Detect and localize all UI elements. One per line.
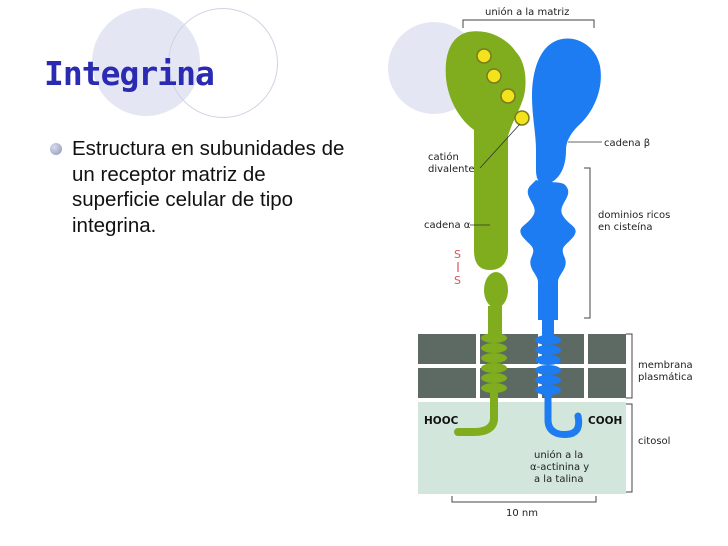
- label-cation-1: catión: [428, 151, 459, 163]
- beta-cysteine-domains: [520, 180, 575, 320]
- beta-chain-stalk: [542, 320, 554, 338]
- alpha-chain-segment: [484, 272, 508, 308]
- label-cation-2: divalente: [428, 164, 475, 175]
- label-cadena-beta: cadena β: [604, 138, 650, 149]
- bullet-text: Estructura en subunidades de un receptor…: [72, 136, 348, 238]
- label-union-2: α-actinina y: [530, 462, 589, 473]
- domain-bracket: [584, 168, 590, 318]
- alpha-chain: [446, 31, 526, 270]
- label-membrana-2: plasmática: [638, 371, 693, 383]
- disulfide-s-bottom: S: [454, 274, 461, 287]
- integrin-diagram: unión a la matriz S S catión divalente c…: [408, 0, 728, 546]
- membrane-block: [588, 334, 626, 364]
- membrane-block: [588, 368, 626, 398]
- bullet-dot-icon: [50, 143, 62, 155]
- label-union-3: a la talina: [534, 474, 583, 485]
- bullet-item: Estructura en subunidades de un receptor…: [48, 136, 348, 238]
- slide-title: Integrina: [44, 54, 214, 93]
- membrane-block: [418, 334, 476, 364]
- scale-bar: [452, 496, 596, 502]
- disulfide-s-top: S: [454, 248, 461, 261]
- label-union-1: unión a la: [534, 449, 583, 461]
- membrane-block: [418, 368, 476, 398]
- label-dominios-1: dominios ricos: [598, 210, 670, 221]
- label-citosol: citosol: [638, 436, 670, 447]
- label-scale: 10 nm: [506, 508, 538, 519]
- matrix-bracket: [463, 20, 594, 28]
- label-cooh: COOH: [588, 415, 622, 427]
- bullet-list: Estructura en subunidades de un receptor…: [48, 136, 348, 238]
- label-dominios-2: en cisteína: [598, 221, 652, 233]
- alpha-chain-stalk: [488, 306, 502, 334]
- label-hooc: HOOC: [424, 415, 459, 427]
- label-union-matriz: unión a la matriz: [485, 6, 569, 18]
- beta-chain: [532, 38, 601, 184]
- label-cadena-alfa: cadena α: [424, 220, 471, 231]
- membrane-bracket: [626, 334, 632, 398]
- cytosol-bracket: [626, 404, 632, 492]
- label-membrana-1: membrana: [638, 360, 693, 371]
